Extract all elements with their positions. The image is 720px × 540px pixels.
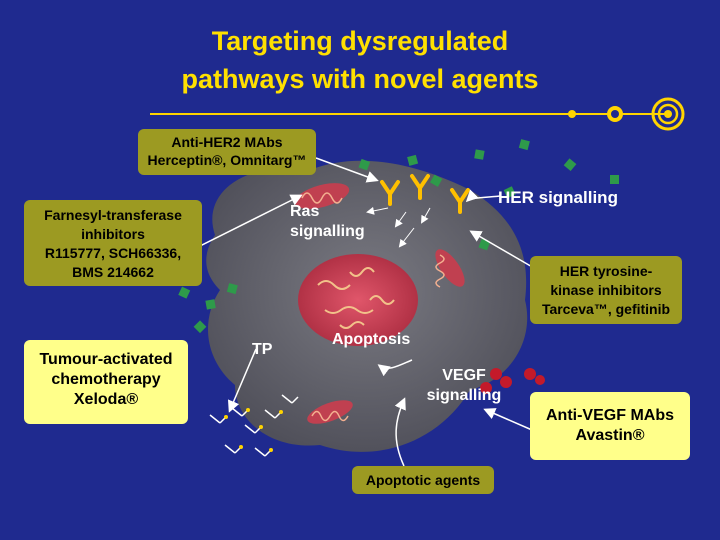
- tumour-line-2: chemotherapy: [51, 371, 161, 388]
- ras-signalling-label: Ras signalling: [290, 202, 365, 242]
- red-blood-cell-icon: [480, 368, 545, 394]
- mitochondrion-icon: [307, 400, 353, 424]
- molecule-icon: [178, 139, 619, 334]
- tumour-activated-box: Tumour-activated chemotherapy Xeloda®: [24, 340, 188, 424]
- her-signalling-label: HER signalling: [498, 188, 618, 207]
- anti-vegf-line-2: Avastin®: [575, 427, 645, 444]
- vegf-signalling-label: VEGF signalling: [418, 366, 510, 406]
- chromatin: [317, 267, 395, 329]
- farnesyl-line-2: inhibitors: [81, 226, 145, 242]
- her-tki-box: HER tyrosine- kinase inhibitors Tarceva™…: [530, 256, 682, 324]
- nucleus: [298, 254, 418, 346]
- apoptosis-label: Apoptosis: [332, 331, 411, 348]
- tumour-line-1: Tumour-activated: [39, 351, 173, 368]
- anti-vegf-line-1: Anti-VEGF MAbs: [546, 407, 674, 424]
- vegf-line-1: VEGF: [442, 367, 486, 384]
- anti-her2-mabs-box: Anti-HER2 MAbs Herceptin®, Omnitarg™: [138, 129, 316, 175]
- ras-line-1: Ras: [290, 203, 320, 220]
- target-rings-icon: [607, 97, 685, 131]
- farnesyl-line-3: R115777, SCH66336,: [44, 245, 182, 261]
- node-small: [568, 110, 576, 118]
- tumour-line-3: Xeloda®: [73, 391, 139, 408]
- title-divider: [150, 97, 685, 131]
- title-line-2: pathways with novel agents: [181, 64, 539, 94]
- farnesyl-line-4: BMS 214662: [72, 264, 154, 280]
- mitochondrion-icon: [435, 249, 465, 288]
- anti-her2-line-1: Anti-HER2 MAbs: [171, 134, 283, 150]
- anti-her2-line-2: Herceptin®, Omnitarg™: [147, 152, 307, 168]
- ras-line-2: signalling: [290, 223, 365, 240]
- apoptotic-agents-label: Apoptotic agents: [365, 472, 481, 488]
- mitochondrion-icon: [294, 183, 350, 209]
- her-tki-line-2: kinase inhibitors: [550, 282, 662, 298]
- farnesyl-transferase-box: Farnesyl-transferase inhibitors R115777,…: [24, 200, 202, 286]
- receptor-icon: [380, 174, 470, 214]
- vegf-line-2: signalling: [426, 387, 502, 404]
- tp-label: TP: [252, 341, 273, 358]
- farnesyl-line-1: Farnesyl-transferase: [44, 207, 182, 223]
- her-tki-line-3: Tarceva™, gefitinib: [541, 301, 671, 317]
- anti-vegf-box: Anti-VEGF MAbs Avastin®: [530, 392, 690, 460]
- her-tki-line-1: HER tyrosine-: [559, 263, 653, 279]
- title-line-1: Targeting dysregulated: [211, 26, 509, 56]
- apoptotic-agents-box: Apoptotic agents: [352, 466, 494, 494]
